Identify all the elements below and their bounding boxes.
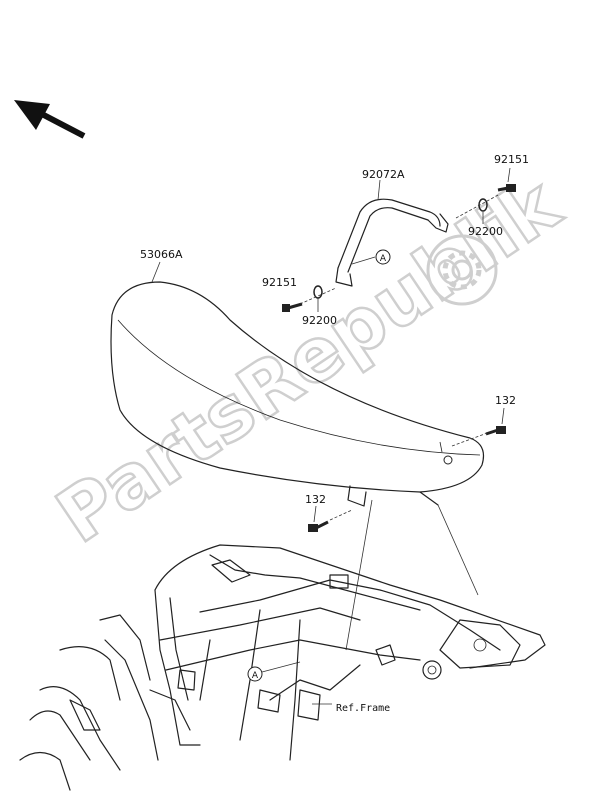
part-labels: 53066A 92072A 92151 92200 92151 92200 13… [140,153,529,714]
part-label-bolt-upper-right: 92151 [494,153,529,166]
ref-marker-a-lower-label: A [252,671,259,681]
motorcycle-frame [19,544,546,791]
part-label-bolt-left: 92151 [262,276,297,289]
part-label-bolt-rear-right: 132 [495,394,516,407]
part-label-seat: 53066A [140,248,183,261]
bolt-rear-right-icon [485,426,506,436]
part-label-washer-left: 92200 [302,314,337,327]
part-label-bolt-center: 132 [305,493,326,506]
ref-marker-a-upper-label: A [380,254,387,264]
seat-bracket [335,198,449,287]
bolt-upper-right-icon [497,184,516,192]
part-label-bracket: 92072A [362,168,405,181]
gear-icon [426,234,498,306]
washer-left-icon [313,285,323,299]
ref-frame-label: Ref.Frame [336,703,390,714]
bolt-left-icon [282,302,303,312]
arrow-up-left-icon [14,100,86,139]
part-label-washer-upper-right: 92200 [468,225,503,238]
ref-marker-a-lower: A [247,666,263,682]
bolt-center-icon [308,520,329,532]
ref-marker-a-upper: A [375,249,391,265]
seat [110,281,485,507]
